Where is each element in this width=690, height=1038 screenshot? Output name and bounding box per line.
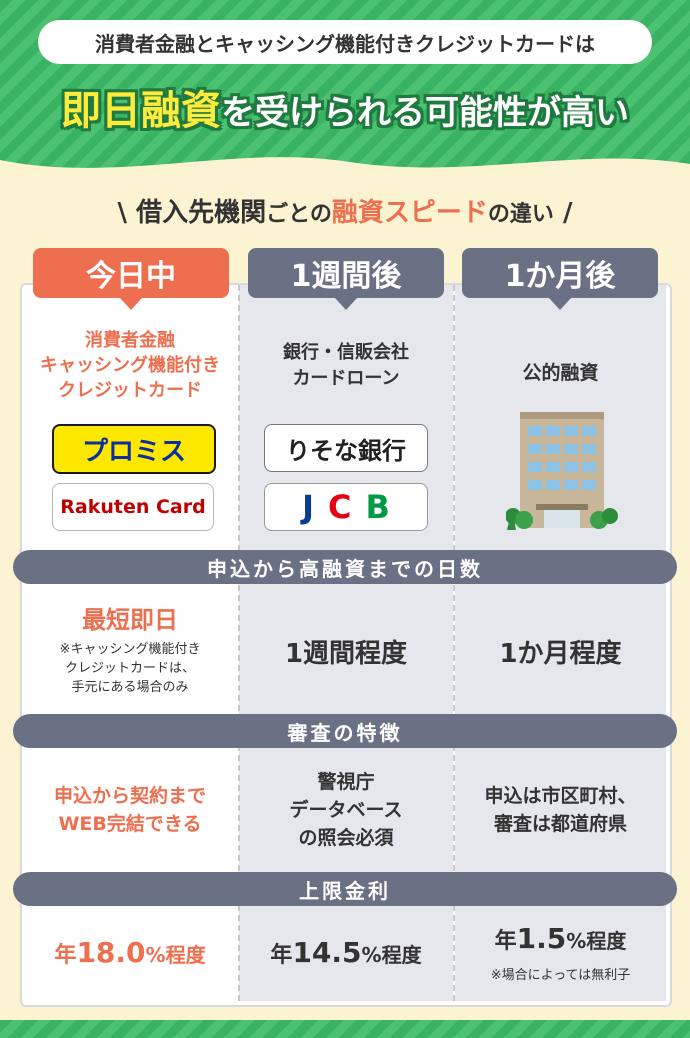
banner-headline: 即日融資を受けられる可能性が高い xyxy=(0,78,690,136)
tab-one-week: 1週間後 xyxy=(248,248,444,298)
row-header-screening: 審査の特徴 xyxy=(13,714,677,748)
week-interest-rate: 年14.5%程度 xyxy=(270,936,422,969)
headline-end: が高い xyxy=(527,93,629,133)
banner-subtitle: 消費者金融とキャッシング機能付きクレジットカードは xyxy=(38,20,652,64)
section-title: \ 借入先機関ごとの融資スピードの違い / xyxy=(117,198,573,228)
tab-pointer xyxy=(549,298,571,310)
month-interest-rate: 年1.5%程度 xyxy=(494,922,627,955)
office-building-icon xyxy=(506,412,618,530)
headline-middle: を受けられる可能性 xyxy=(221,93,527,133)
headline-emphasis: 即日融資 xyxy=(61,88,221,134)
row-header-days: 申込から高融資までの日数 xyxy=(13,550,677,584)
tab-today: 今日中 xyxy=(33,248,229,298)
wave-divider xyxy=(0,157,690,190)
right-accent-mark: / xyxy=(553,198,573,228)
column-week-desc: 銀行・信販会社 カードローン xyxy=(283,342,409,389)
today-days-note: ※キャッシング機能付き クレジットカードは、 手元にある場合のみ xyxy=(59,642,201,695)
column-divider xyxy=(453,285,455,1001)
rakuten-card-logo: Rakuten Card xyxy=(52,483,214,531)
column-today-desc: 消費者金融 キャッシング機能付き クレジットカード xyxy=(40,330,220,401)
today-screening-text: 申込から契約まで WEB完結できる xyxy=(53,785,206,835)
tab-pointer xyxy=(120,298,142,310)
row-header-interest: 上限金利 xyxy=(13,872,677,906)
resona-bank-logo: りそな銀行 xyxy=(264,424,428,472)
today-interest-rate: 年18.0%程度 xyxy=(54,936,206,969)
striped-footer xyxy=(0,1020,690,1038)
today-days-value: 最短即日 xyxy=(82,606,178,634)
column-month-desc: 公的融資 xyxy=(522,362,599,384)
month-days-value: 1か月程度 xyxy=(499,639,622,669)
week-screening-text: 警視庁 データベース の照会必須 xyxy=(289,771,403,849)
tab-pointer xyxy=(335,298,357,310)
column-divider xyxy=(238,285,240,1001)
month-screening-text: 申込は市区町村、 審査は都道府県 xyxy=(484,785,637,835)
left-accent-mark: \ xyxy=(117,198,137,228)
month-interest-note: ※場合によっては無利子 xyxy=(490,968,631,983)
week-days-value: 1週間程度 xyxy=(284,639,408,669)
tab-one-month: 1か月後 xyxy=(462,248,658,298)
promise-logo: プロミス xyxy=(52,424,216,474)
